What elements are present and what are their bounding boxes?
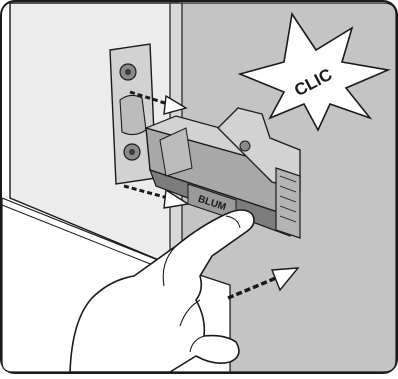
hinge-clip-illustration: CLIC BLUM	[0, 0, 398, 374]
illustration-canvas: CLIC BLUM	[0, 0, 398, 374]
